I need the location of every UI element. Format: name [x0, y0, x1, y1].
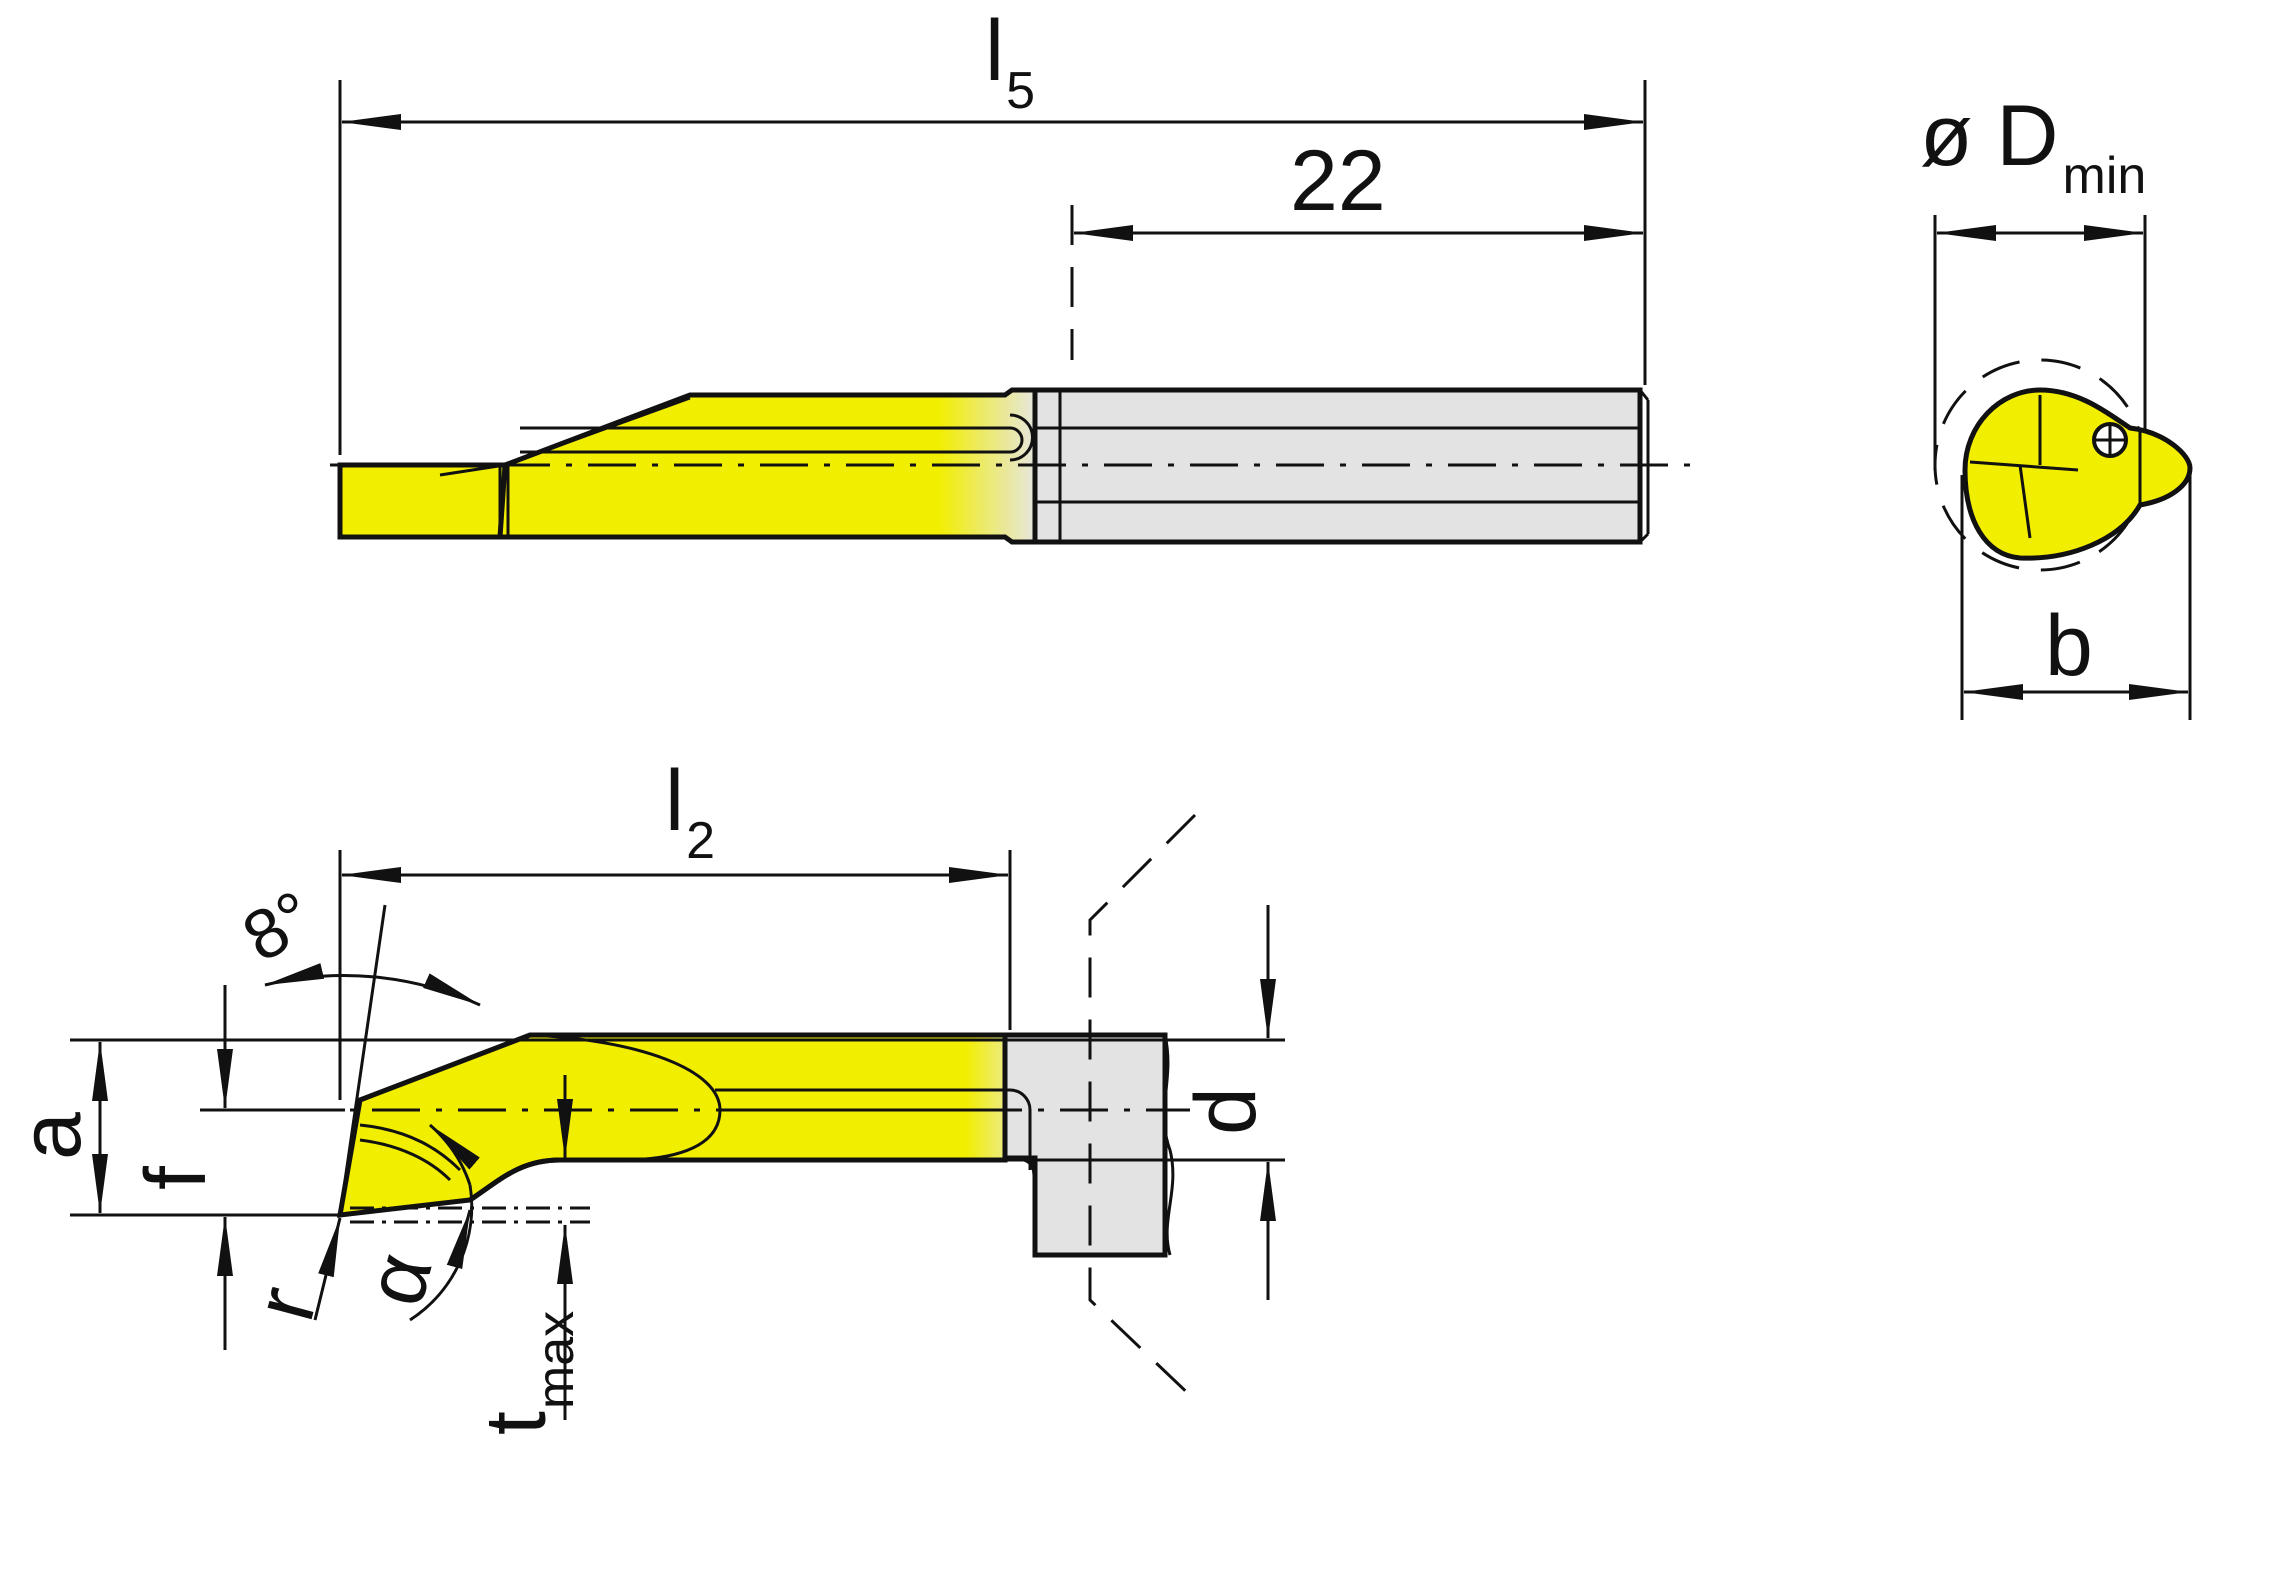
label-dmin: ø Dmin [1920, 88, 2146, 205]
label-a: a [3, 1112, 99, 1160]
end-view: ø Dmin b [1920, 88, 2193, 720]
label-b: b [2045, 598, 2093, 694]
side-view: l5 22 [330, 3, 1690, 545]
label-l2: l2 [665, 753, 715, 870]
label-f: f [128, 1165, 224, 1190]
head-detail-view: l2 8° a f d r α tmax [3, 753, 1285, 1435]
label-d: d [1178, 1087, 1274, 1135]
label-r: r [236, 1277, 336, 1330]
angle-8-arc [264, 963, 481, 1007]
label-tmax: tmax [468, 1311, 585, 1435]
label-22: 22 [1290, 133, 1386, 229]
label-l5: l5 [985, 3, 1035, 120]
carbide-head [336, 1032, 1038, 1218]
label-alpha: α [347, 1243, 450, 1314]
label-angle-8: 8° [230, 876, 327, 977]
dim-r-line [313, 1217, 342, 1321]
end-view-head [1962, 387, 2193, 561]
